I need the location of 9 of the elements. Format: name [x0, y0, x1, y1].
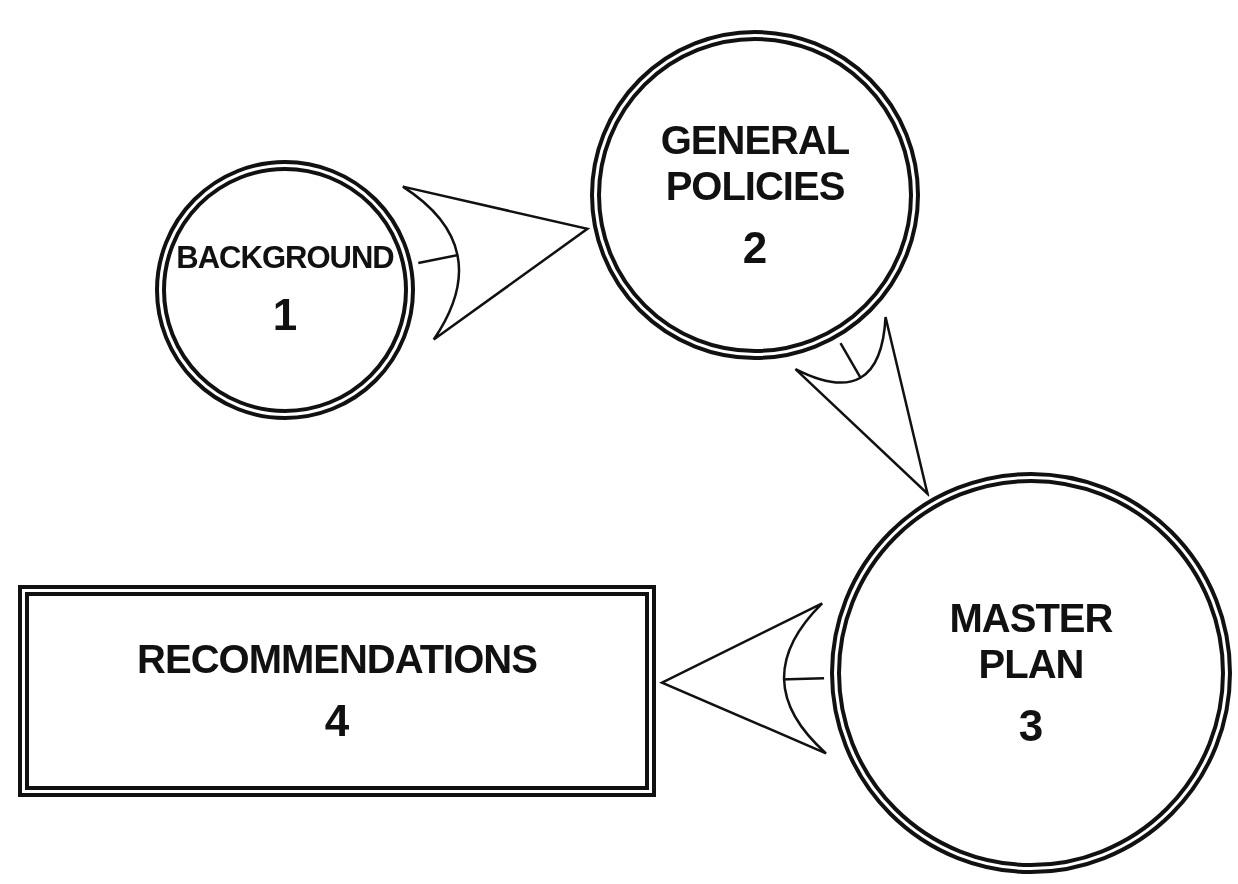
node-title: MASTER PLAN	[948, 595, 1114, 687]
node-title: BACKGROUND	[176, 240, 394, 276]
step-number: 2	[742, 223, 768, 273]
step-number: 3	[1018, 701, 1044, 751]
step-number: 1	[272, 289, 298, 340]
step-number: 4	[324, 696, 350, 746]
node-title: RECOMMENDATIONS	[137, 636, 537, 682]
process-box	[18, 585, 656, 797]
node-title: GENERAL POLICIES	[659, 117, 851, 209]
